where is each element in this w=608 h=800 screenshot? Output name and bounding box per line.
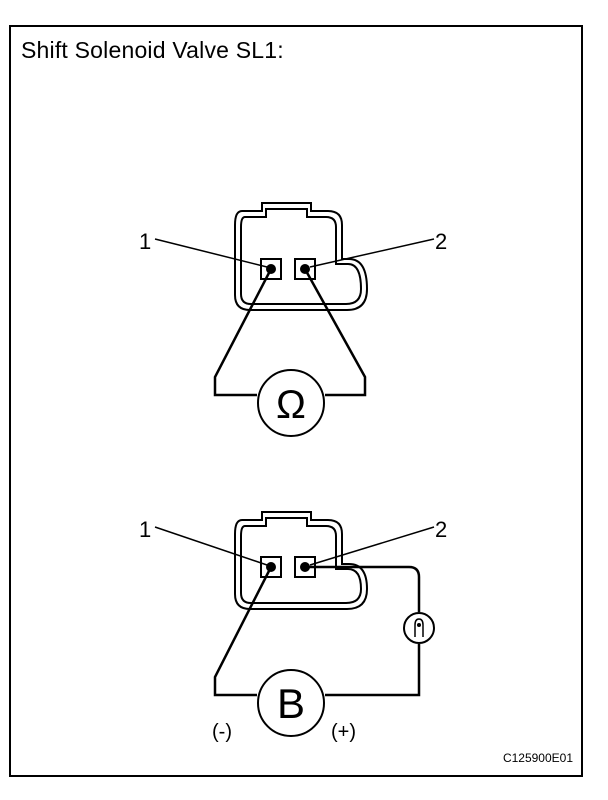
ohmmeter-lead-1 — [213, 268, 273, 397]
ohm-symbol: Ω — [276, 383, 306, 427]
diagram-frame: Shift Solenoid Valve SL1: 1 2 Ω — [9, 25, 583, 777]
diagram-title: Shift Solenoid Valve SL1: — [21, 37, 284, 63]
positive-lead-lower — [325, 644, 421, 697]
battery-symbol: B — [277, 680, 305, 727]
terminal-1-pin — [260, 258, 282, 280]
resistance-test-group: 1 2 Ω — [139, 202, 447, 437]
negative-lead — [213, 566, 273, 697]
diagram-code: C125900E01 — [502, 751, 573, 765]
ohmmeter-lead-2 — [303, 268, 367, 397]
positive-label: (+) — [331, 721, 356, 743]
terminal-1-pin — [260, 556, 282, 578]
terminal-1-label: 1 — [139, 517, 151, 542]
connector-bottom — [234, 511, 369, 610]
connector-top — [234, 202, 369, 311]
ohmmeter-icon — [257, 369, 325, 437]
negative-label: (-) — [212, 721, 232, 743]
wiring-diagram: 1 2 Ω 1 2 — [139, 202, 447, 743]
terminal-2-label: 2 — [435, 229, 447, 254]
battery-test-group: 1 2 B (-) (+) — [139, 511, 447, 743]
battery-icon — [257, 669, 325, 737]
terminal-1-label: 1 — [139, 229, 151, 254]
terminal-2-label: 2 — [435, 517, 447, 542]
terminal-2-pin — [294, 258, 316, 280]
positive-lead-upper — [305, 565, 421, 612]
test-lamp-icon — [403, 612, 435, 644]
